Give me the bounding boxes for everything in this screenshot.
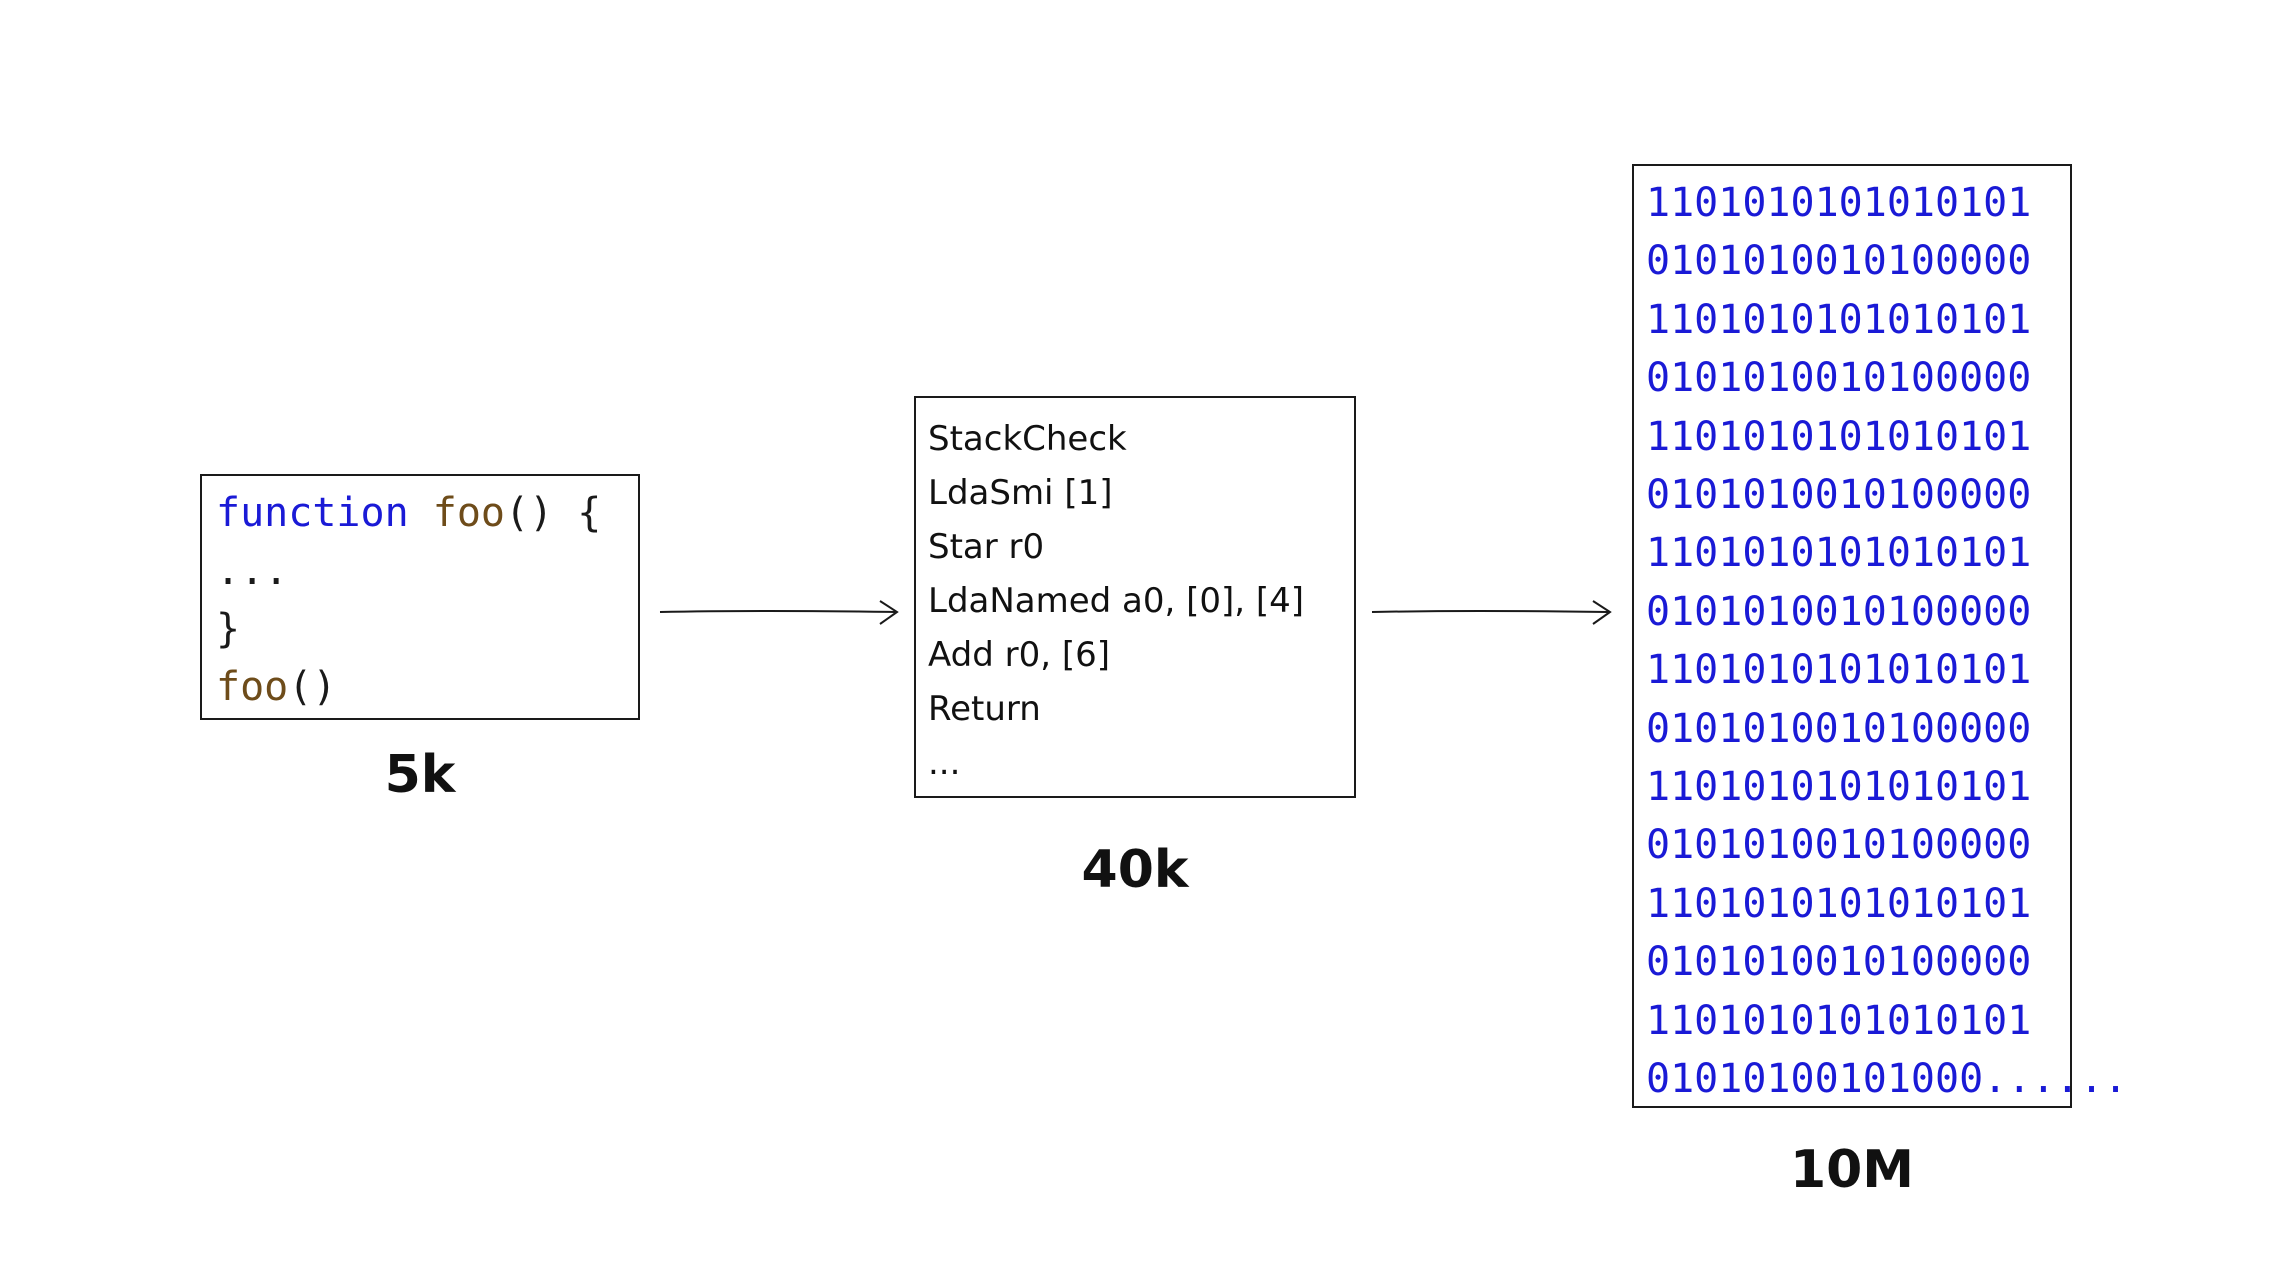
- machine-code-box: 1101010101010101 0101010010100000 110101…: [1632, 164, 2128, 1108]
- binary-line: 01010100101000......: [1646, 1056, 2128, 1103]
- arrow-bytecode-to-machine-code: [1371, 600, 1612, 625]
- binary-line: 1101010101010101: [1646, 413, 2032, 460]
- binary-line: 0101010010100000: [1646, 822, 2032, 869]
- bytecode-line: StackCheck: [928, 419, 1127, 459]
- binary-line: 0101010010100000: [1646, 939, 2032, 986]
- bytecode-line: LdaNamed a0, [0], [4]: [928, 581, 1305, 621]
- binary-line: 1101010101010101: [1646, 647, 2032, 694]
- code-line-close: }: [216, 606, 241, 652]
- binary-line: 1101010101010101: [1646, 296, 2032, 343]
- code-line-call: foo(): [216, 658, 638, 716]
- code-line-declaration: function foo() {: [216, 484, 638, 542]
- call-function-name: foo: [216, 664, 289, 710]
- binary-line: 0101010010100000: [1646, 705, 2032, 752]
- bytecode-line: Return: [928, 689, 1041, 729]
- source-size-label: 5k: [384, 745, 456, 805]
- binary-line: 0101010010100000: [1646, 472, 2032, 519]
- bytecode-size-label: 40k: [1081, 840, 1189, 900]
- binary-line: 1101010101010101: [1646, 764, 2032, 811]
- code-line-body: ...: [216, 548, 289, 594]
- binary-line: 0101010010100000: [1646, 355, 2032, 402]
- binary-line: 1101010101010101: [1646, 530, 2032, 577]
- arrow-source-to-bytecode: [659, 600, 899, 625]
- binary-line: 1101010101010101: [1646, 180, 2032, 226]
- function-keyword: function: [216, 490, 409, 536]
- bytecode-line: ...: [928, 743, 961, 783]
- bytecode-line: Add r0, [6]: [928, 635, 1111, 675]
- binary-line: 1101010101010101: [1646, 880, 2032, 927]
- declaration-rest: () {: [505, 490, 602, 536]
- machine-code-size-label: 10M: [1789, 1140, 1915, 1200]
- binary-line: 0101010010100000: [1646, 588, 2032, 635]
- bytecode-line: LdaSmi [1]: [928, 473, 1113, 513]
- bytecode-line: Star r0: [928, 527, 1045, 567]
- binary-line: 1101010101010101: [1646, 997, 2032, 1044]
- binary-line: 0101010010100000: [1646, 238, 2032, 285]
- source-code-box: function foo() { ... } foo(): [200, 474, 640, 720]
- call-parens: (): [288, 664, 337, 710]
- function-name: foo: [432, 490, 505, 536]
- bytecode-box: StackCheck LdaSmi [1] Star r0 LdaNamed a…: [914, 396, 1356, 798]
